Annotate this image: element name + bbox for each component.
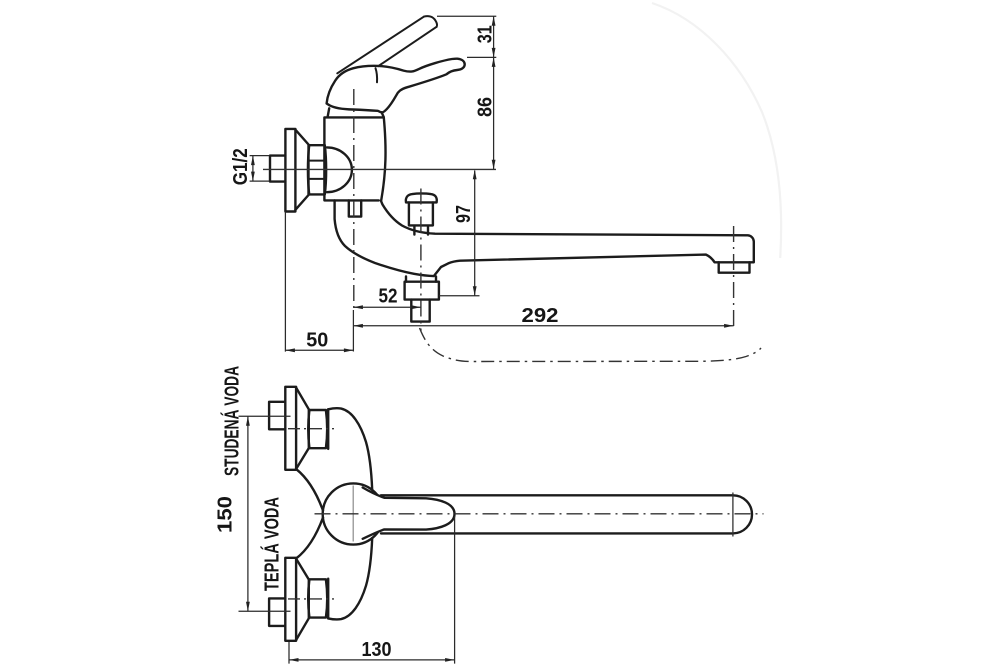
- svg-text:97: 97: [453, 205, 475, 223]
- svg-text:150: 150: [215, 496, 237, 533]
- svg-text:STUDENÁ VODA: STUDENÁ VODA: [220, 366, 243, 476]
- svg-text:G1/2: G1/2: [230, 148, 252, 185]
- svg-text:31: 31: [474, 25, 496, 43]
- svg-text:50: 50: [306, 330, 328, 352]
- svg-text:52: 52: [379, 286, 398, 308]
- svg-text:86: 86: [474, 97, 496, 117]
- svg-text:292: 292: [522, 305, 559, 327]
- svg-text:TEPLÁ VODA: TEPLÁ VODA: [261, 497, 284, 591]
- svg-text:130: 130: [362, 639, 392, 661]
